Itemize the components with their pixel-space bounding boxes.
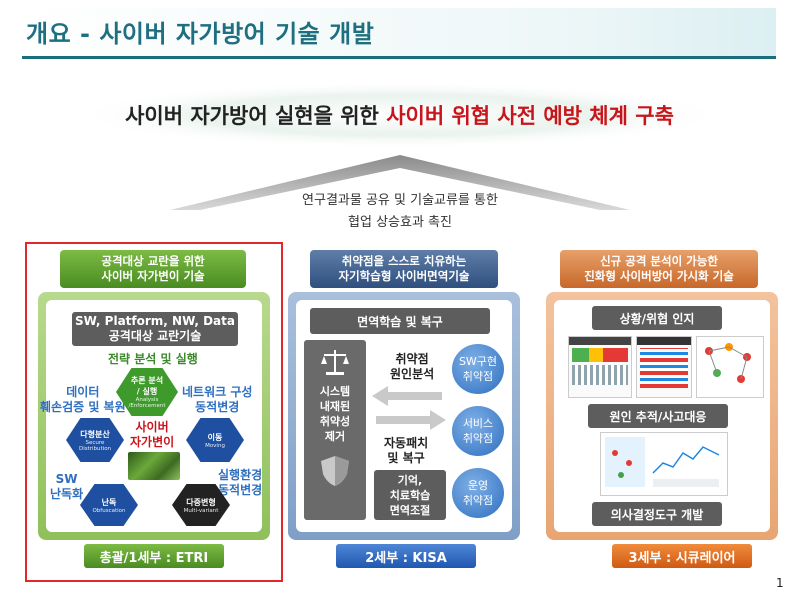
page-title: 개요 - 사이버 자가방어 기술 개발: [26, 20, 375, 48]
left-banner-line2: 공격대상 교란기술: [108, 329, 202, 343]
hex-multi-t: 다중변형: [186, 497, 216, 507]
bubble-sw-l2: 취약점: [462, 370, 494, 383]
bubble-ops-l2: 취약점: [462, 494, 494, 507]
trace-box: 원인 추적/사고대응: [588, 404, 728, 428]
system-vuln-box: 시스템 내재된 취약성 제거: [304, 340, 366, 520]
hex-multi-s: Multi-variant: [183, 507, 219, 514]
headline-prefix: 사이버 자가방어 실현을 위한: [125, 104, 387, 128]
right-header-line2: 진화형 사이버방어 가시화 기술: [584, 269, 734, 283]
shield-icon: [321, 456, 349, 486]
memory-l3: 면역조절: [389, 503, 431, 517]
memory-l2: 치료학습: [389, 488, 431, 502]
bubble-ops-l1: 운영: [467, 479, 489, 492]
left-header-line1: 공격대상 교란을 위한: [101, 254, 205, 268]
label-network-line2: 동적변경: [195, 400, 240, 414]
immune-recovery-box: 면역학습 및 복구: [310, 308, 490, 334]
hex-inference-t2: / 실행: [136, 387, 158, 396]
bubble-sw-l1: SW구현: [458, 355, 498, 368]
patch-l2: 및 복구: [387, 451, 425, 465]
left-header-line2: 사이버 자가변이 기술: [101, 269, 205, 283]
dashboard-thumb-2: [636, 336, 692, 398]
system-l4: 제거: [324, 430, 346, 443]
roof-caption: 연구결과물 공유 및 기술교류를 통한 협업 상승효과 촉진: [250, 190, 550, 234]
scale-icon: [321, 350, 349, 375]
middle-footer: 2세부 : KISA: [336, 544, 476, 568]
label-env-line2: 동적변경: [218, 483, 263, 497]
middle-header-line2: 자기학습형 사이버면역기술: [338, 269, 470, 283]
bubble-service-l1: 서비스: [462, 417, 494, 430]
left-red-frame: [25, 242, 283, 582]
center-label-line2: 자가변이: [130, 435, 175, 449]
roof-caption-line2: 협업 상승효과 촉진: [348, 215, 452, 230]
center-label-line1: 사이버: [135, 420, 169, 434]
left-banner-line1: SW, Platform, NW, Data: [75, 314, 235, 328]
bubble-service-l2: 취약점: [462, 432, 494, 445]
hex-dist-s2: Distribution: [78, 445, 112, 452]
label-env-line1: 실행환경: [218, 468, 263, 482]
system-l2: 내재된: [319, 400, 351, 413]
label-sw-line2: 난독화: [50, 487, 84, 501]
dashboard-thumb-4: [600, 432, 728, 496]
hex-moving: 이동 Moving: [186, 418, 244, 462]
hex-dist-s1: Secure: [85, 439, 105, 446]
right-header-line1: 신규 공격 분석이 가능한: [600, 254, 718, 268]
memory-l1: 기억,: [397, 473, 423, 487]
label-data-line1: 데이터: [66, 385, 100, 399]
hex-move-t: 이동: [207, 432, 223, 442]
label-sw-line1: SW: [55, 472, 78, 486]
headline-highlight: 사이버 위협 사전 예방 체계 구축: [386, 104, 674, 128]
hex-obf-t: 난독: [101, 497, 117, 507]
patch-l1: 자동패치: [384, 436, 429, 450]
flow-arrows: [372, 386, 446, 430]
label-data-line2: 훼손검증 및 복원: [40, 400, 126, 414]
situation-box: 상황/위협 인지: [592, 306, 722, 330]
dashboard-thumb-3: [696, 336, 764, 398]
hex-obf-s: Obfuscation: [92, 507, 126, 514]
right-footer: 3세부 : 시큐레이어: [612, 544, 752, 568]
hex-move-s: Moving: [205, 442, 225, 449]
forest-image: [128, 452, 180, 480]
title-bar: [22, 8, 776, 59]
middle-header-line1: 취약점을 스스로 치유하는: [341, 254, 467, 268]
label-strategy: 전략 분석 및 실행: [108, 352, 198, 366]
hex-inference-s2: /Enforcement: [128, 403, 166, 409]
hex-inference-s1: Analysis: [135, 397, 159, 403]
cause-l2: 원인분석: [390, 367, 435, 381]
roof-caption-line1: 연구결과물 공유 및 기술교류를 통한: [302, 193, 498, 208]
hex-inference-t1: 추론 분석: [130, 376, 164, 385]
hex-multivariant: 다중변형 Multi-variant: [172, 484, 230, 526]
system-l3: 취약성: [319, 415, 351, 428]
system-l1: 시스템: [319, 385, 351, 398]
dashboard-thumb-1: [568, 336, 632, 398]
page-number: 1: [776, 576, 784, 590]
headline: 사이버 자가방어 실현을 위한 사이버 위협 사전 예방 체계 구축: [0, 100, 799, 130]
label-network-line1: 네트워크 구성: [182, 385, 253, 399]
decision-box: 의사결정도구 개발: [592, 502, 722, 526]
hex-distribution: 다형분산 Secure Distribution: [66, 418, 124, 462]
left-footer: 총괄/1세부 : ETRI: [84, 544, 224, 568]
cause-l1: 취약점: [395, 352, 429, 366]
hex-dist-t: 다형분산: [80, 429, 110, 439]
roof-graphic: [70, 81, 730, 210]
